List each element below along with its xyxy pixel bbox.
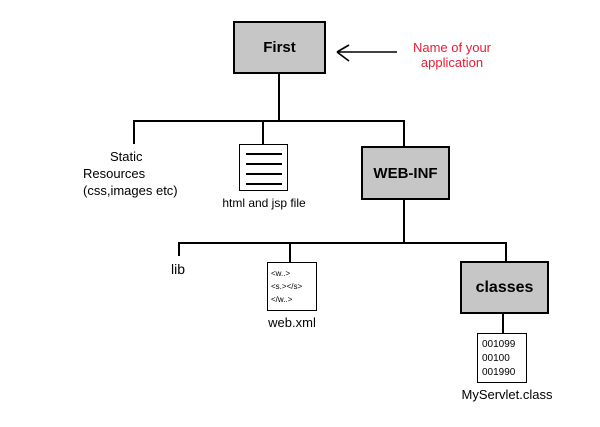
myservlet-content-line3: 001990 xyxy=(482,367,516,378)
connector-level1 xyxy=(133,120,405,122)
document-icon-line xyxy=(246,163,282,165)
connector-htmljsp-stub xyxy=(262,120,264,145)
document-icon-line xyxy=(246,153,282,155)
annotation-line1: Name of your xyxy=(412,40,492,55)
node-webxml-caption: web.xml xyxy=(268,315,316,330)
annotation-text: Name of your application xyxy=(399,40,505,70)
webxml-content-line3: </w..> xyxy=(271,295,293,304)
myservlet-content-line2: 00100 xyxy=(482,353,510,364)
myservlet-content-line1: 001099 xyxy=(482,339,516,350)
static-resources-line2: Resources xyxy=(83,166,146,181)
webxml-content-line1: <w..> xyxy=(271,269,291,278)
document-icon-line xyxy=(246,173,282,175)
annotation-line2: application xyxy=(420,55,484,70)
connector-classes-down xyxy=(502,313,504,334)
node-classes: classes xyxy=(460,261,549,314)
node-webxml-file: <w..> <s.></s> </w..> xyxy=(267,262,317,311)
node-static-resources: Static Resources (css,images etc) xyxy=(83,148,178,199)
node-htmljsp-caption: html and jsp file xyxy=(222,196,306,210)
connector-webinf-stub xyxy=(403,120,405,147)
node-first-label: First xyxy=(263,39,296,56)
node-lib: lib xyxy=(170,261,185,277)
node-web-inf: WEB-INF xyxy=(361,146,450,200)
connector-webxml-stub xyxy=(289,242,291,263)
connector-static-stub xyxy=(133,120,135,144)
node-first: First xyxy=(233,21,326,74)
node-web-inf-label: WEB-INF xyxy=(373,164,438,182)
node-myservlet-caption: MyServlet.class xyxy=(461,387,553,402)
connector-webinf-down xyxy=(403,199,405,244)
connector-first-down xyxy=(278,73,280,122)
left-arrow-icon xyxy=(336,44,397,62)
node-classes-label: classes xyxy=(475,278,534,296)
connector-lib-stub xyxy=(178,242,180,256)
static-resources-line1: Static xyxy=(110,149,143,164)
connector-classes-stub xyxy=(505,242,507,262)
node-myservlet-file: 001099 00100 001990 xyxy=(477,333,527,383)
connector-level2 xyxy=(178,242,507,244)
document-icon-line xyxy=(246,183,282,185)
static-resources-line3: (css,images etc) xyxy=(83,183,178,198)
document-icon xyxy=(239,144,288,191)
webxml-content-line2: <s.></s> xyxy=(271,282,303,291)
